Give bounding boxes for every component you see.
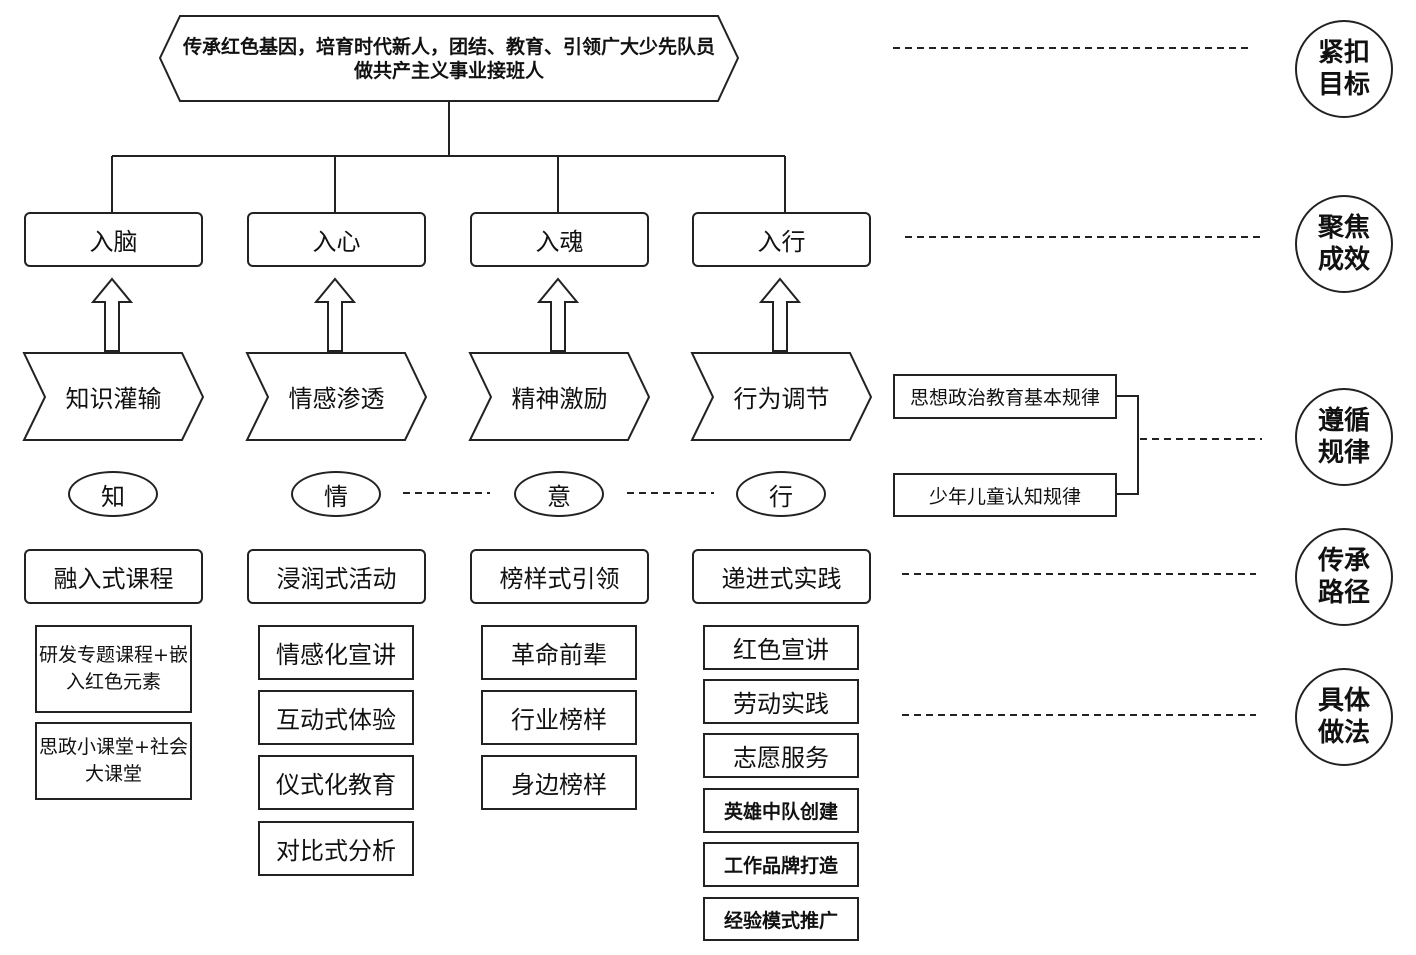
dimension-circle-path: 传承 路径 — [1295, 528, 1393, 626]
hollow-up-arrow-icons — [90, 277, 802, 352]
practice-item: 经验模式推广 — [703, 897, 859, 941]
stage-box-heart: 入心 — [247, 212, 426, 267]
dimension-circle-effect: 聚焦 成效 — [1295, 195, 1393, 293]
goal-text: 传承红色基因，培育时代新人，团结、教育、引领广大少先队员 做共产主义事业接班人 — [160, 22, 738, 96]
dimension-circle-goal: 紧扣 目标 — [1295, 20, 1393, 118]
stage-box-soul: 入魂 — [470, 212, 649, 267]
method-box-practice: 递进式实践 — [692, 549, 871, 604]
method-box-rolemodel: 榜样式引领 — [470, 549, 649, 604]
practice-item: 工作品牌打造 — [703, 842, 859, 887]
hollow-up-arrow-icon — [536, 277, 580, 352]
law-bracket — [1116, 395, 1139, 495]
letter-oval-zhi: 知 — [68, 471, 158, 517]
mechanism-emotion: 情感渗透 — [288, 385, 385, 413]
practice-item: 对比式分析 — [258, 821, 414, 876]
hollow-up-arrow-icon — [313, 277, 357, 352]
goal-hexagon — [158, 15, 740, 102]
practice-item: 志愿服务 — [703, 733, 859, 778]
dimension-circle-practice: 具体 做法 — [1295, 668, 1393, 766]
chevron-shape — [22, 352, 205, 441]
mechanism-knowledge: 知识灌输 — [65, 385, 162, 413]
chevron-shapes — [22, 352, 873, 441]
chevron-shape — [690, 352, 873, 441]
chevron-shape — [468, 352, 651, 441]
law-box-cognitive: 少年儿童认知规律 — [893, 473, 1117, 517]
stage-box-brain: 入脑 — [24, 212, 203, 267]
practice-item: 思政小课堂+社会大课堂 — [35, 722, 192, 800]
letter-oval-xing: 行 — [736, 471, 826, 517]
practice-item: 情感化宣讲 — [258, 625, 414, 680]
method-box-course: 融入式课程 — [24, 549, 203, 604]
letter-oval-yi: 意 — [514, 471, 604, 517]
mechanism-behavior: 行为调节 — [733, 385, 830, 413]
hollow-up-arrow-icon — [758, 277, 802, 352]
dimension-circle-law: 遵循 规律 — [1295, 388, 1393, 486]
mechanism-spirit: 精神激励 — [511, 385, 608, 413]
dashed-links — [403, 47, 1262, 716]
hollow-up-arrow-icon — [90, 277, 134, 352]
goal-line-2: 做共产主义事业接班人 — [353, 60, 544, 82]
stage-box-action: 入行 — [692, 212, 871, 267]
chevron-shape — [245, 352, 428, 441]
goal-line-1: 传承红色基因，培育时代新人，团结、教育、引领广大少先队员 — [182, 36, 715, 58]
practice-item: 劳动实践 — [703, 679, 859, 724]
practice-item: 革命前辈 — [481, 625, 637, 680]
practice-item: 研发专题课程+嵌入红色元素 — [35, 625, 192, 713]
practice-item: 红色宣讲 — [703, 625, 859, 670]
practice-item: 互动式体验 — [258, 690, 414, 745]
practice-item: 行业榜样 — [481, 690, 637, 745]
tree-connectors — [111, 101, 786, 212]
letter-oval-qing: 情 — [291, 471, 381, 517]
practice-item: 仪式化教育 — [258, 755, 414, 810]
method-box-activity: 浸润式活动 — [247, 549, 426, 604]
practice-item: 英雄中队创建 — [703, 788, 859, 833]
practice-item: 身边榜样 — [481, 755, 637, 810]
law-box-ideological: 思想政治教育基本规律 — [893, 374, 1117, 419]
